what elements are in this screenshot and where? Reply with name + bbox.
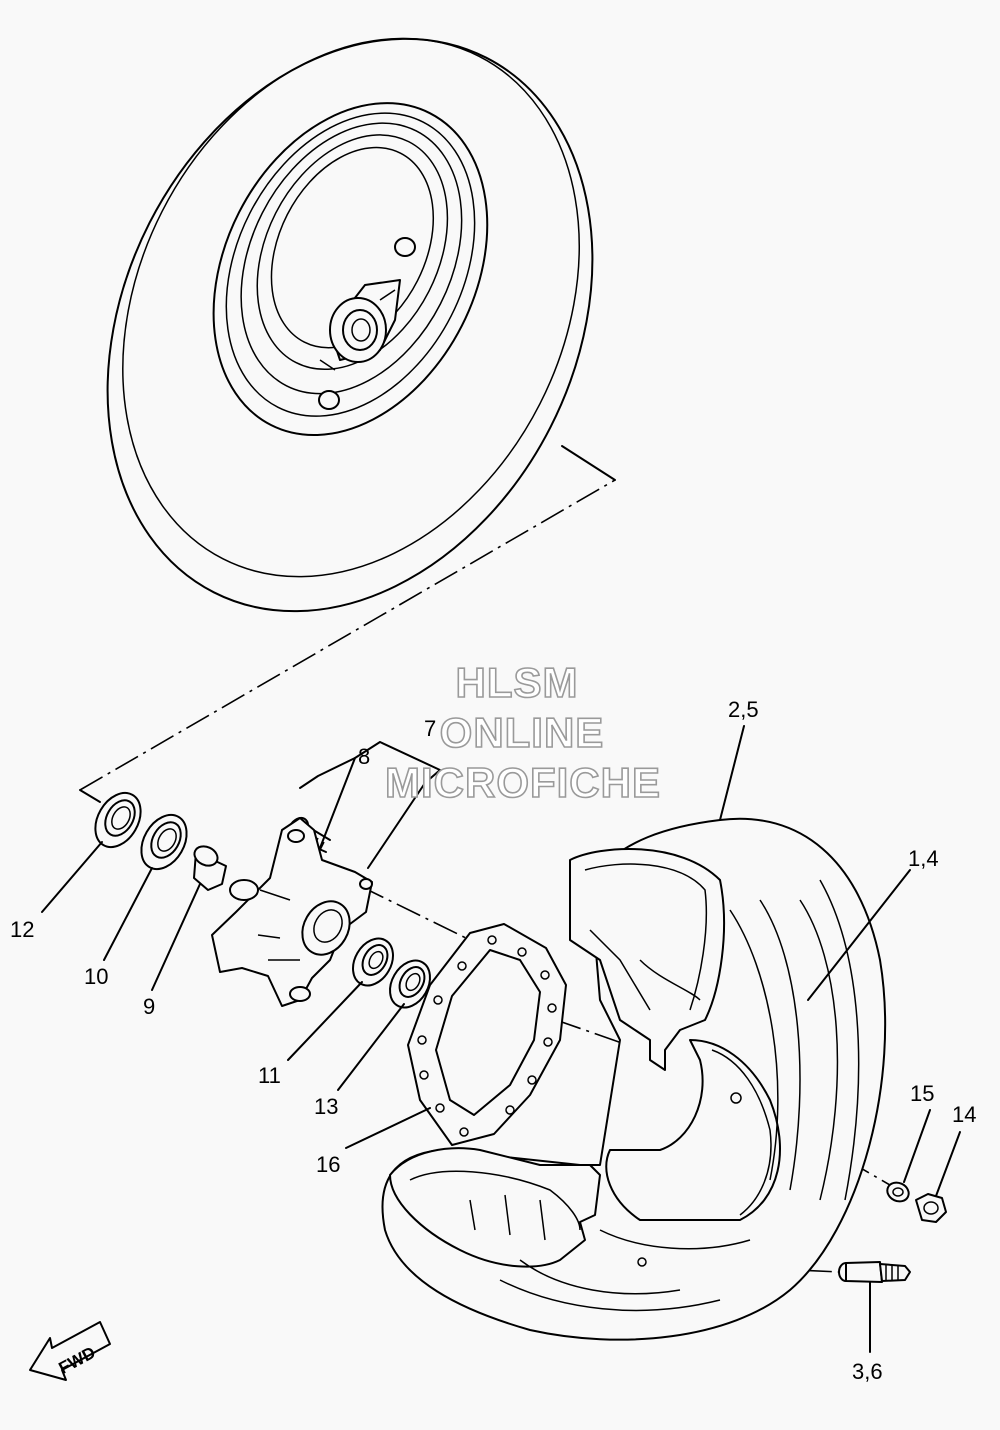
callout-15: 15: [910, 1081, 934, 1106]
bearing-12: [94, 791, 142, 849]
nut-14: [915, 1193, 947, 1223]
fwd-direction-arrow: FWD: [29, 1321, 111, 1381]
spacer-9: [193, 845, 227, 891]
watermark-line-3: MICROFICHE: [385, 759, 661, 806]
callout-12: 12: [10, 917, 34, 942]
callout-8: 8: [358, 744, 370, 769]
callout-labels: 12 10 9 8 7 11 13 16 2,5 1,4 15 14 3,6: [10, 697, 976, 1384]
assembled-hub: [318, 237, 416, 410]
callout-16: 16: [316, 1152, 340, 1177]
watermark-line-1: HLSM: [456, 659, 579, 706]
bearing-10: [140, 813, 188, 871]
bead-lock-ring-16: [407, 923, 567, 1146]
callout-1-4: 1,4: [908, 846, 939, 871]
washer-15: [886, 1181, 910, 1203]
callout-7: 7: [424, 716, 436, 741]
callout-13: 13: [314, 1094, 338, 1119]
callout-9: 9: [143, 994, 155, 1019]
callout-2-5: 2,5: [728, 697, 759, 722]
bearing-13: [389, 959, 431, 1009]
bearing-11: [352, 937, 394, 987]
callout-11: 11: [258, 1063, 281, 1088]
exploded-wheel: [381, 817, 887, 1341]
hub: [211, 817, 373, 1007]
leader-lines: [41, 725, 961, 1353]
assembled-wheel: [106, 37, 594, 613]
valve-stem-3-6: [838, 1261, 911, 1283]
callout-14: 14: [952, 1102, 976, 1127]
watermark-line-2: ONLINE: [440, 709, 605, 756]
callout-10: 10: [84, 964, 108, 989]
callout-3-6: 3,6: [852, 1359, 883, 1384]
watermark: HLSM ONLINE MICROFICHE: [384, 658, 661, 807]
